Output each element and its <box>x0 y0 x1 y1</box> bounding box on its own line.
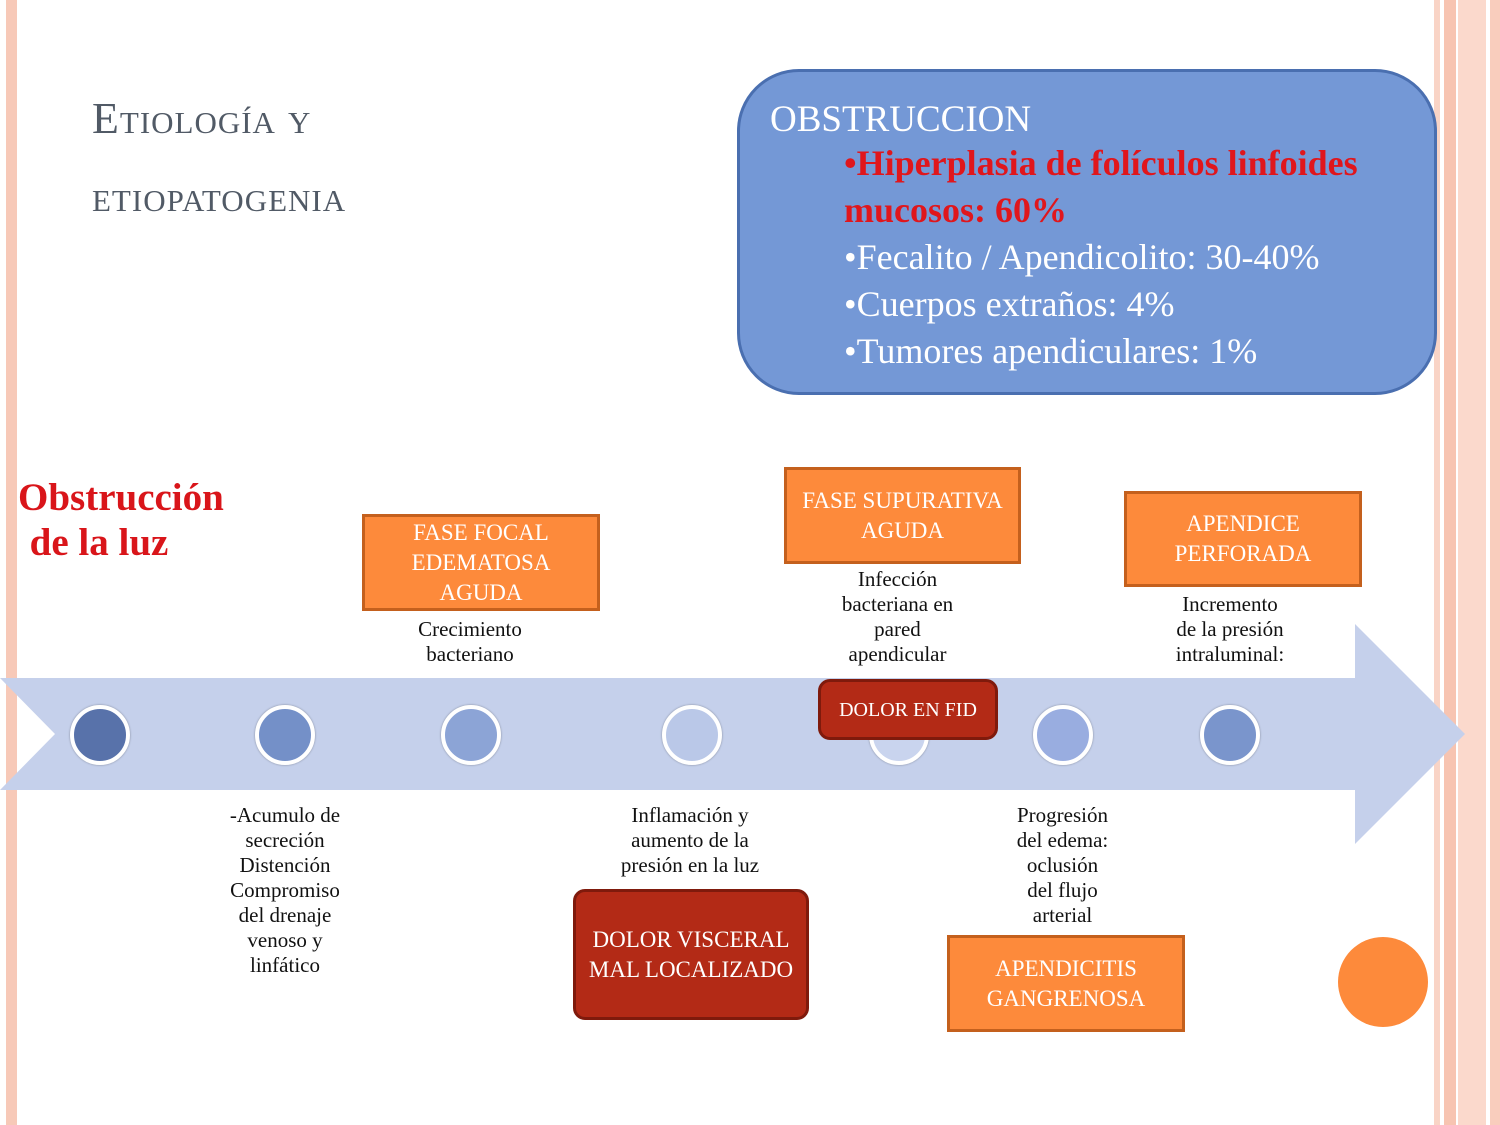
rif-pain-box: DOLOR EN FID <box>818 679 998 740</box>
timeline-node <box>1033 705 1093 765</box>
title-line-1: Etiología y <box>92 94 312 143</box>
obstruction-item: •Fecalito / Apendicolito: 30-40% <box>844 237 1320 277</box>
lower-desc-edema-progression: Progresión del edema: oclusión del flujo… <box>1016 803 1109 927</box>
right-border-stripe <box>1444 0 1456 1125</box>
slide-title: Etiología y etiopatogenia <box>92 80 712 236</box>
obstruction-item: •Tumores apendiculares: 1% <box>844 331 1258 371</box>
timeline-arrow-shape <box>0 624 1465 844</box>
obstruction-side-label: Obstrucción de la luz <box>18 476 224 564</box>
timeline-node <box>441 705 501 765</box>
right-border-stripe <box>1458 0 1486 1125</box>
right-border-stripe <box>1490 0 1500 1125</box>
stage-suppurative-desc: Infección bacteriana en pared apendicula… <box>841 567 954 666</box>
right-border-stripe <box>1434 0 1440 1125</box>
decorative-circle <box>1338 937 1428 1027</box>
left-border-stripe <box>6 0 17 1125</box>
obstruction-item: •Cuerpos extraños: 4% <box>844 284 1175 324</box>
timeline-node <box>1200 705 1260 765</box>
timeline-arrow <box>0 624 1465 844</box>
stage-perforated-box: APENDICE PERFORADA <box>1124 491 1362 587</box>
timeline-node <box>70 705 130 765</box>
stage-focal-edematous-box: FASE FOCAL EDEMATOSA AGUDA <box>362 514 600 611</box>
lower-desc-inflammation: Inflamación y aumento de la presión en l… <box>620 803 760 877</box>
visceral-pain-box: DOLOR VISCERAL MAL LOCALIZADO <box>573 889 809 1020</box>
obstruction-causes-box <box>737 69 1437 395</box>
stage-perforated-desc: Incremento de la presión intraluminal: <box>1175 592 1285 666</box>
stage-gangrenous-box: APENDICITIS GANGRENOSA <box>947 935 1185 1032</box>
title-line-2: etiopatogenia <box>92 172 347 221</box>
stage-focal-desc: Crecimiento bacteriano <box>418 617 522 666</box>
timeline-node <box>255 705 315 765</box>
stage-suppurative-box: FASE SUPURATIVA AGUDA <box>784 467 1021 564</box>
lower-desc-secretion: -Acumulo de secreción Distención Comprom… <box>229 803 341 977</box>
obstruction-heading: OBSTRUCCION <box>770 99 1032 140</box>
timeline-node <box>662 705 722 765</box>
obstruction-causes-list: •Hiperplasia de folículos linfoides muco… <box>844 140 1424 375</box>
obstruction-highlight: •Hiperplasia de folículos linfoides muco… <box>844 143 1358 230</box>
